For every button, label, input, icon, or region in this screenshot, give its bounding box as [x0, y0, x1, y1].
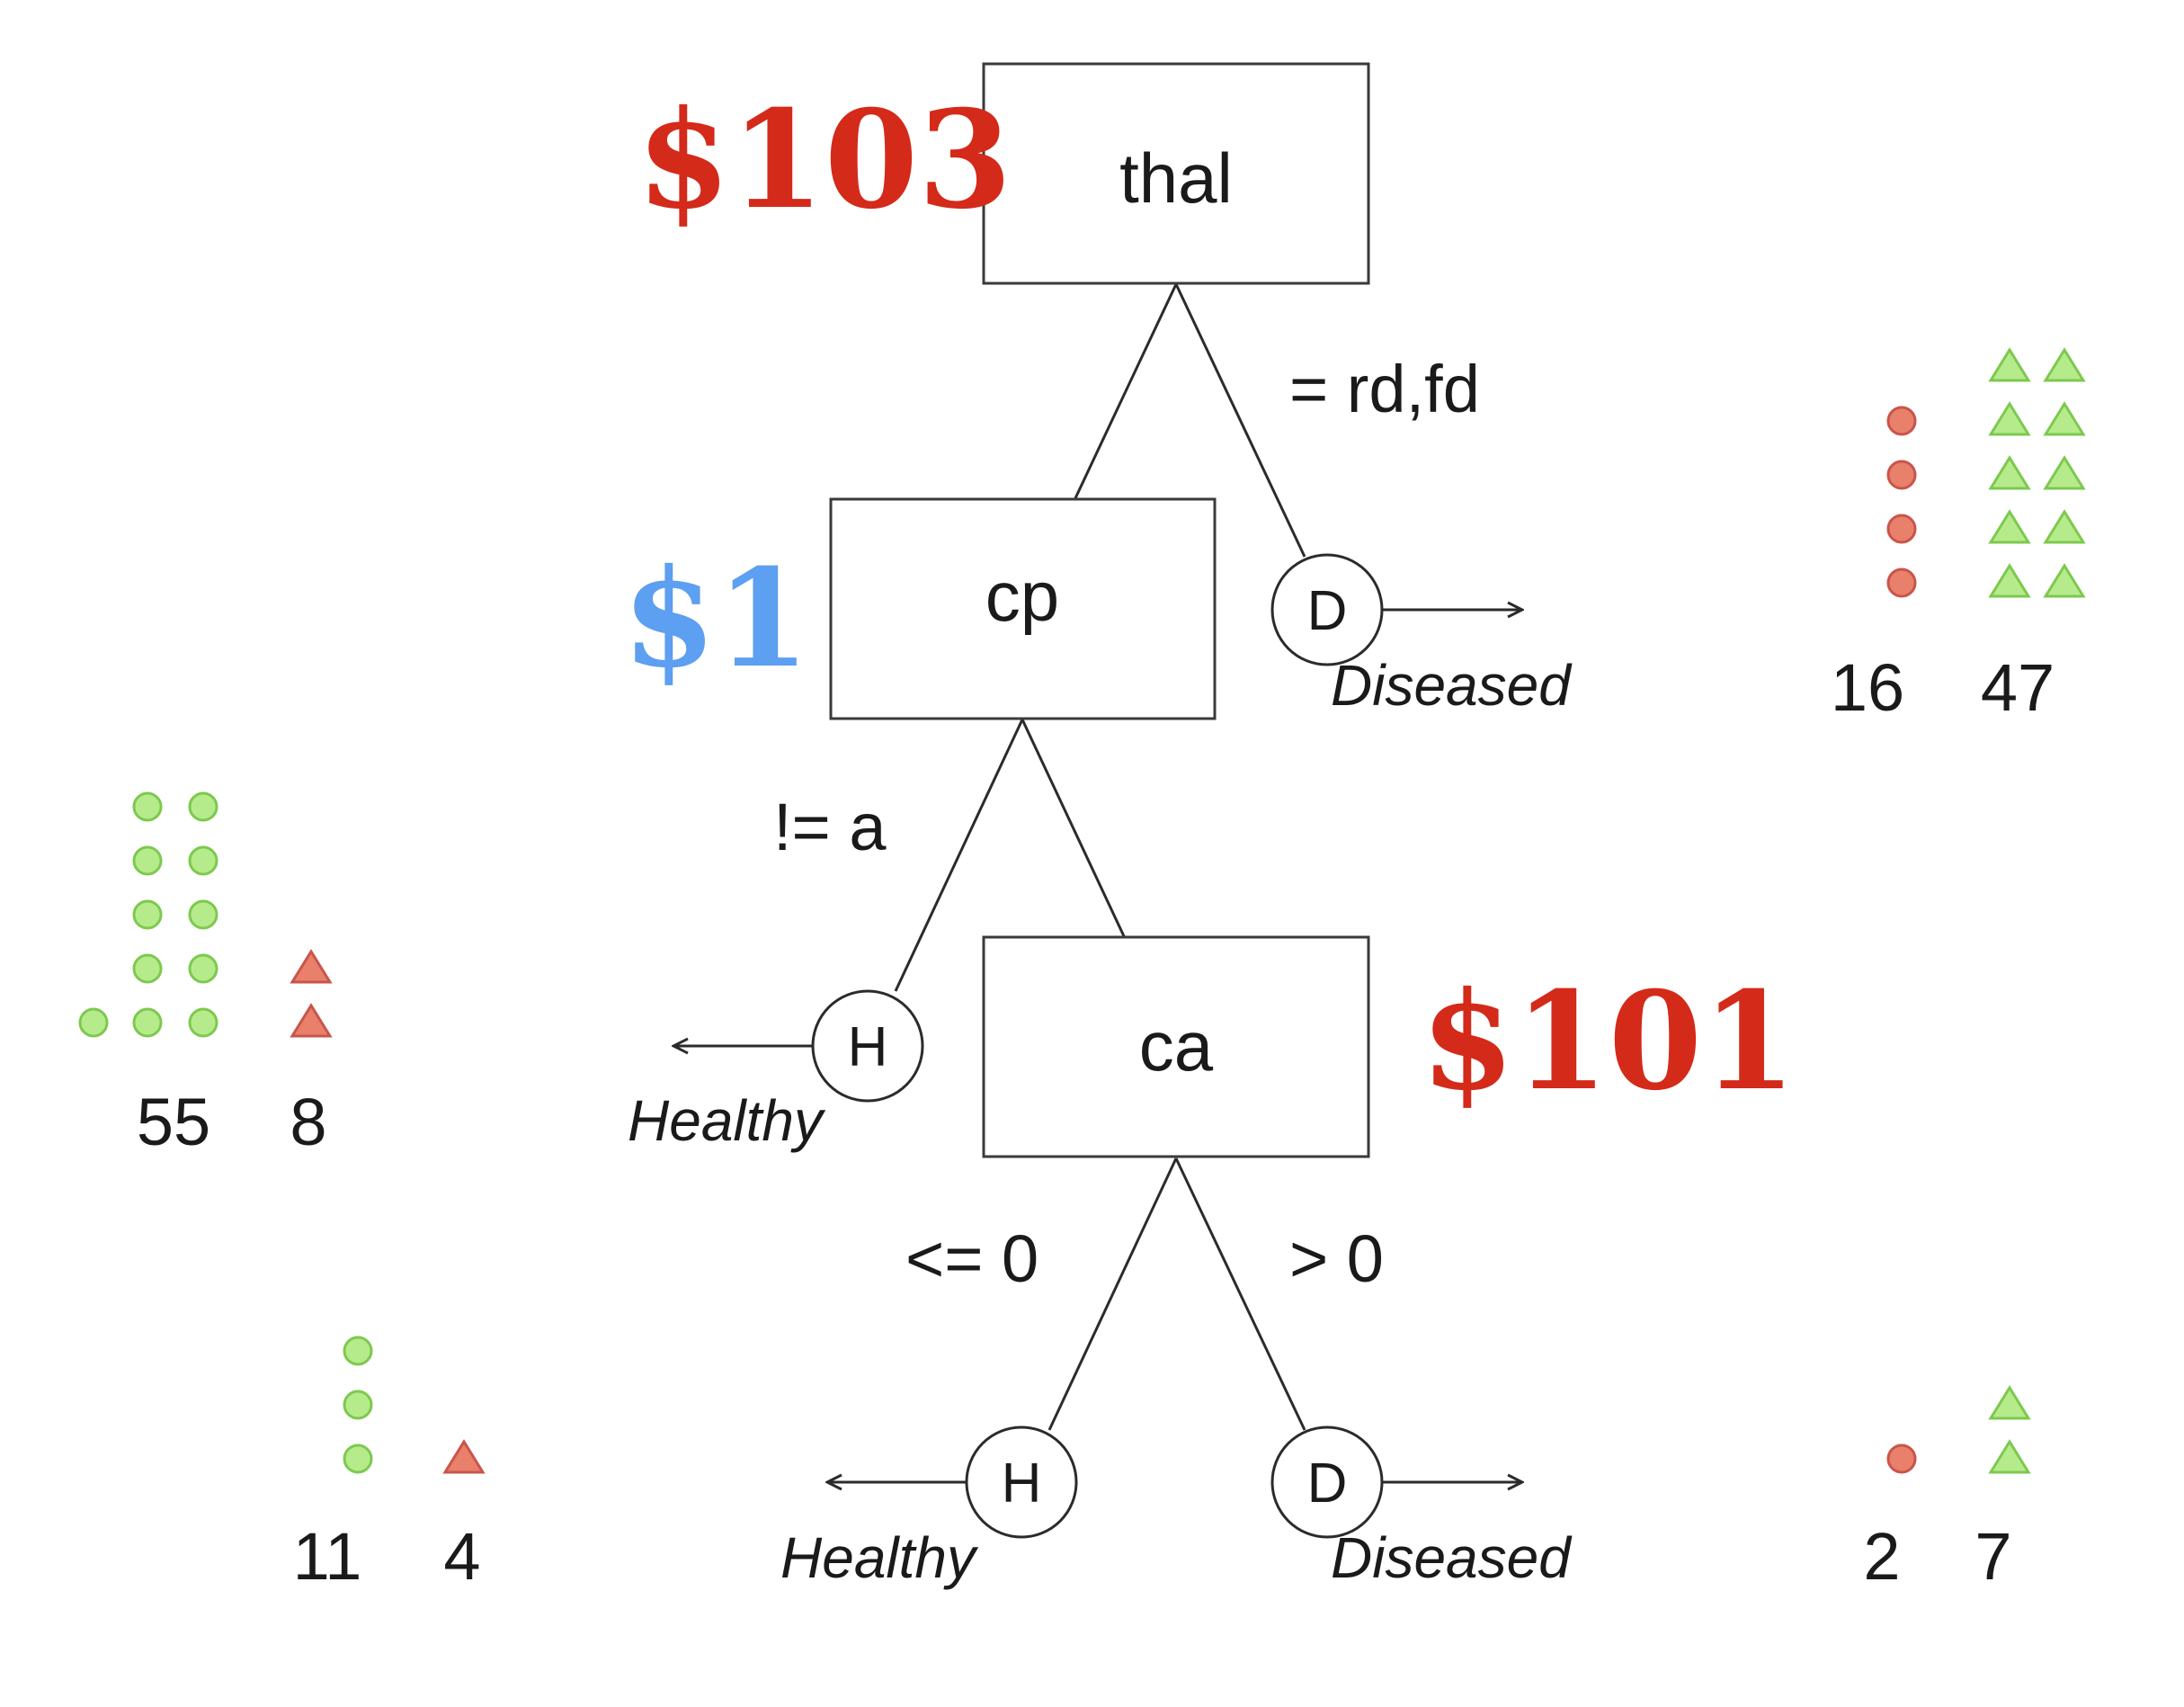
majority-triangle-icon: [1988, 347, 2031, 382]
node-thal: thal: [982, 62, 1370, 285]
leaf-ca-diseased: D Diseased: [1270, 1425, 1573, 1590]
class-symbols-ca-healthy-leaf: [343, 1336, 486, 1474]
majority-triangle-icon: [1988, 455, 2031, 490]
majority-triangle-icon: [2043, 455, 2086, 490]
node-thal-label: thal: [1119, 139, 1233, 218]
cost-label-cp: $1: [622, 540, 810, 698]
node-cp: cp: [829, 497, 1217, 720]
majority-triangle-icon: [2043, 347, 2086, 382]
cost-label-ca: $101: [1421, 962, 1796, 1121]
class-symbols-thal-leaf: [1886, 347, 2086, 598]
node-cp-label: cp: [985, 557, 1059, 636]
healthy-circle-icon: [132, 899, 163, 930]
tree-edges: [894, 283, 1306, 1431]
leaf-ca-d-class-label: Diseased: [1331, 1525, 1573, 1590]
majority-triangle-icon: [1988, 401, 2031, 436]
edge-ca-leaf-d: [1174, 1157, 1306, 1431]
leaf-cp-letter: H: [848, 1016, 888, 1078]
minority-circle-icon: [1886, 460, 1917, 490]
class-symbols-ca-diseased-leaf: [1886, 1385, 2031, 1474]
class-symbols-cp-leaf: [78, 791, 333, 1038]
edge-thal-cp: [1074, 283, 1178, 499]
healthy-circle-icon: [132, 1007, 163, 1038]
leaf-ca-h-class-label: Healthy: [780, 1525, 979, 1590]
count-ca-h-diseased: 4: [443, 1519, 480, 1594]
count-cp-healthy: 55: [137, 1085, 210, 1159]
minority-circle-icon: [1886, 1443, 1917, 1474]
healthy-circle-icon: [188, 899, 218, 930]
leaf-ca-h-letter: H: [1002, 1452, 1042, 1515]
healthy-circle-icon: [343, 1390, 373, 1420]
majority-triangle-icon: [1988, 1439, 2031, 1474]
diseased-triangle-icon: [290, 949, 333, 984]
edge-label-cp-left: != a: [773, 790, 887, 864]
node-thal-box: [982, 62, 1370, 285]
healthy-circle-icon: [188, 1007, 218, 1038]
leaf-ca-d-letter: D: [1307, 1452, 1348, 1515]
healthy-circle-icon: [343, 1443, 373, 1474]
healthy-circle-icon: [188, 791, 218, 822]
healthy-circle-icon: [188, 953, 218, 984]
edge-label-thal-right: = rd,fd: [1289, 352, 1480, 426]
majority-triangle-icon: [1988, 509, 2031, 544]
node-cp-box: [829, 497, 1217, 720]
cost-label-thal: $103: [637, 81, 1012, 239]
leaf-thal-circle: [1270, 553, 1384, 666]
node-ca-label: ca: [1139, 1006, 1214, 1086]
edge-cp-ca: [1021, 719, 1126, 937]
count-ca-h-healthy: 11: [293, 1519, 362, 1594]
edge-ca-leaf-h: [1047, 1157, 1178, 1431]
leaf-thal-diseased: D Diseased: [1270, 553, 1573, 718]
leaf-cp-healthy: H Healthy: [628, 989, 924, 1153]
healthy-circle-icon: [343, 1336, 373, 1366]
majority-triangle-icon: [1988, 1385, 2031, 1420]
minority-circle-icon: [1886, 406, 1917, 436]
edge-label-ca-right: > 0: [1289, 1221, 1384, 1296]
healthy-circle-icon: [132, 791, 163, 822]
healthy-circle-icon: [78, 1007, 109, 1038]
minority-circle-icon: [1886, 568, 1917, 598]
count-thal-diseased: 47: [1981, 650, 2055, 725]
diseased-triangle-icon: [290, 1003, 333, 1038]
node-ca-box: [982, 935, 1370, 1158]
edge-thal-leaf-d: [1174, 283, 1306, 558]
healthy-circle-icon: [188, 845, 218, 876]
leaf-cp-circle: [811, 989, 924, 1103]
leaf-cp-class-label: Healthy: [628, 1088, 826, 1153]
count-thal-healthy: 16: [1831, 650, 1904, 725]
healthy-circle-icon: [132, 845, 163, 876]
leaf-ca-h-circle: [965, 1425, 1078, 1539]
leaf-ca-d-circle: [1270, 1425, 1384, 1539]
healthy-circle-icon: [132, 953, 163, 984]
majority-triangle-icon: [2043, 401, 2086, 436]
leaf-ca-healthy: H Healthy: [780, 1425, 1078, 1590]
count-cp-diseased: 8: [290, 1085, 326, 1159]
majority-triangle-icon: [2043, 509, 2086, 544]
count-ca-d-healthy: 2: [1863, 1519, 1900, 1594]
minority-circle-icon: [1886, 514, 1917, 544]
node-ca: ca: [982, 935, 1370, 1158]
leaf-thal-class-label: Diseased: [1331, 653, 1573, 718]
majority-triangle-icon: [2043, 563, 2086, 598]
edge-label-ca-left: <= 0: [905, 1221, 1039, 1296]
count-ca-d-diseased: 7: [1975, 1519, 2011, 1594]
diseased-triangle-icon: [442, 1439, 486, 1474]
majority-triangle-icon: [1988, 563, 2031, 598]
edge-cp-leaf-h: [894, 719, 1024, 992]
leaf-thal-letter: D: [1307, 580, 1348, 642]
